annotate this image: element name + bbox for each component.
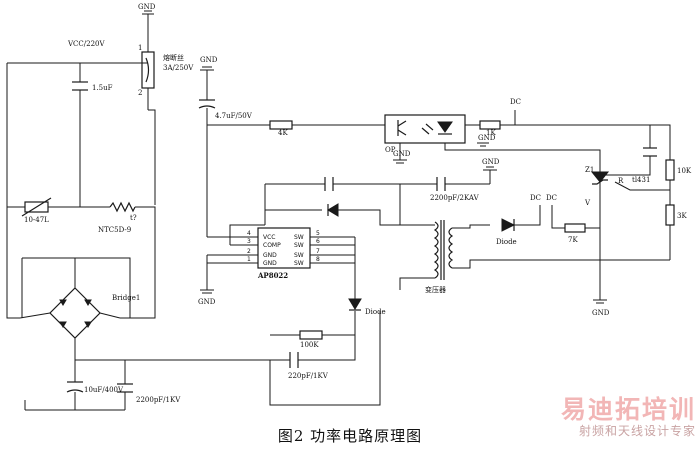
ic-pin-num: 2 bbox=[247, 248, 251, 255]
diode-output bbox=[501, 205, 541, 232]
resistor-3k bbox=[665, 204, 675, 226]
resistor-100k bbox=[299, 330, 323, 340]
watermark-tagline: 射频和天线设计专家 bbox=[578, 424, 696, 438]
label-t7: t? bbox=[130, 214, 137, 222]
label-dc-mid-2: DC bbox=[546, 194, 557, 202]
label-c-220pf: 220pF/1KV bbox=[288, 372, 329, 380]
ic-pin-num: 1 bbox=[247, 256, 251, 263]
feedback-wiring bbox=[200, 66, 671, 304]
label-ntc1: 10-47L bbox=[24, 216, 49, 224]
ic-pin-name: GND bbox=[263, 252, 277, 259]
label-fuse-pin1: 1 bbox=[138, 44, 142, 52]
mains-wiring bbox=[6, 20, 381, 411]
label-tl431-r: R bbox=[618, 177, 624, 185]
capacitor-2200pf-2kv bbox=[436, 177, 446, 191]
ic-ap8022 bbox=[200, 224, 356, 299]
label-c-4-7uf: 4.7uF/50V bbox=[215, 112, 253, 120]
resistor-4k bbox=[269, 120, 293, 130]
label-r-100k: 100K bbox=[300, 341, 319, 349]
label-tl431: tl431 bbox=[632, 176, 650, 184]
ic-pin-name: SW bbox=[294, 234, 304, 241]
ic-pin-name: GND bbox=[263, 260, 277, 267]
label-fuse-title: 熔断丝 bbox=[163, 53, 184, 62]
label-ntc2: NTC5D-9 bbox=[98, 226, 131, 234]
ic-pin-num: 7 bbox=[316, 248, 320, 255]
transformer bbox=[379, 184, 585, 290]
label-op: OP bbox=[385, 146, 396, 154]
label-r-10k: 10K bbox=[677, 167, 692, 175]
ic-pin-num: 6 bbox=[316, 238, 320, 245]
label-c-2200pf-1kv: 2200pF/1KV bbox=[136, 396, 181, 404]
capacitor-4-7uf-50v bbox=[198, 99, 216, 109]
label-diode-out: Diode bbox=[496, 238, 517, 246]
label-gnd-right: GND bbox=[592, 309, 610, 317]
ic-pin-num: 5 bbox=[316, 230, 320, 237]
ic-pin-num: 8 bbox=[316, 256, 320, 263]
thermistor-ntc5d-9 bbox=[109, 201, 136, 213]
bridge-rectifier bbox=[49, 287, 101, 339]
label-gnd-cap: GND bbox=[200, 56, 218, 64]
label-r-3k: 3K bbox=[677, 212, 687, 220]
label-diode-mid: Diode bbox=[365, 308, 386, 316]
ic-pin-num: 3 bbox=[247, 238, 251, 245]
ic-pin-name: SW bbox=[294, 252, 304, 259]
resistor-7k bbox=[551, 205, 600, 233]
resistor-1k bbox=[479, 120, 501, 130]
label-vcc: VCC/220V bbox=[67, 40, 105, 48]
ic-pin-name: VCC bbox=[263, 234, 275, 241]
label-dc-mid-1: DC bbox=[530, 194, 541, 202]
capacitor-tl431-comp bbox=[643, 147, 657, 157]
ic-pin-num: 4 bbox=[247, 230, 251, 237]
ic-pin-name: COMP bbox=[263, 242, 281, 249]
label-gnd-fuse: GND bbox=[138, 3, 156, 11]
ic-pin-name: SW bbox=[294, 260, 304, 267]
label-c-1-5uf: 1.5uF bbox=[92, 84, 113, 92]
gnd-fuse bbox=[142, 10, 154, 20]
label-bridge: Bridge1 bbox=[112, 294, 140, 302]
label-r-1k: 1K bbox=[486, 129, 496, 137]
label-r-4k: 4K bbox=[278, 129, 288, 137]
label-transformer: 变压器 bbox=[425, 285, 446, 294]
label-r-7k: 7K bbox=[568, 236, 578, 244]
label-z1: Z1 bbox=[585, 166, 594, 174]
resistor-10k bbox=[665, 159, 675, 181]
figure-caption: 图2 功率电路原理图 bbox=[277, 427, 423, 445]
label-c-10uf: 10uF/400V bbox=[84, 386, 124, 394]
capacitor-input-coupling bbox=[324, 177, 334, 191]
label-dc-top: DC bbox=[510, 98, 521, 106]
watermark: 易迪拓培训 射频和天线设计专家 bbox=[536, 395, 696, 439]
label-ic-name: AP8022 bbox=[257, 271, 288, 280]
opto-transistor bbox=[397, 120, 407, 136]
diode-snubber bbox=[348, 298, 362, 311]
label-gnd-2kv: GND bbox=[482, 158, 500, 166]
label-gnd-feedback: GND bbox=[478, 134, 496, 142]
optocoupler bbox=[384, 114, 466, 144]
opto-led bbox=[421, 121, 453, 135]
ic-pin-labels: 4 VCC 3 COMP 2 GND 1 GND 5 SW 6 SW 7 SW … bbox=[247, 230, 320, 267]
capacitor-2200pf-1kv bbox=[117, 383, 133, 393]
component-labels: GND 熔断丝 3A/250V 1 2 VCC/220V 1.5uF GND 4… bbox=[24, 3, 692, 404]
fuse bbox=[141, 51, 155, 89]
label-fuse-rating: 3A/250V bbox=[163, 64, 194, 72]
label-c-2200pf-2kv: 2200pF/2KAV bbox=[430, 194, 480, 202]
capacitor-10uf-400v bbox=[66, 381, 84, 393]
capacitor-1-5uf bbox=[72, 81, 88, 91]
label-gnd-ic: GND bbox=[198, 298, 216, 306]
label-v: V bbox=[584, 199, 591, 207]
label-fuse-pin2: 2 bbox=[138, 89, 142, 97]
ic-pin-name: SW bbox=[294, 242, 304, 249]
capacitor-220pf bbox=[289, 352, 299, 368]
diode-feedback bbox=[265, 203, 435, 226]
watermark-logo-text: 易迪拓培训 bbox=[560, 395, 696, 424]
thermistor-10-47l bbox=[21, 197, 52, 217]
label-gnd-op: GND bbox=[393, 150, 411, 158]
tl431-regulator bbox=[590, 171, 610, 185]
